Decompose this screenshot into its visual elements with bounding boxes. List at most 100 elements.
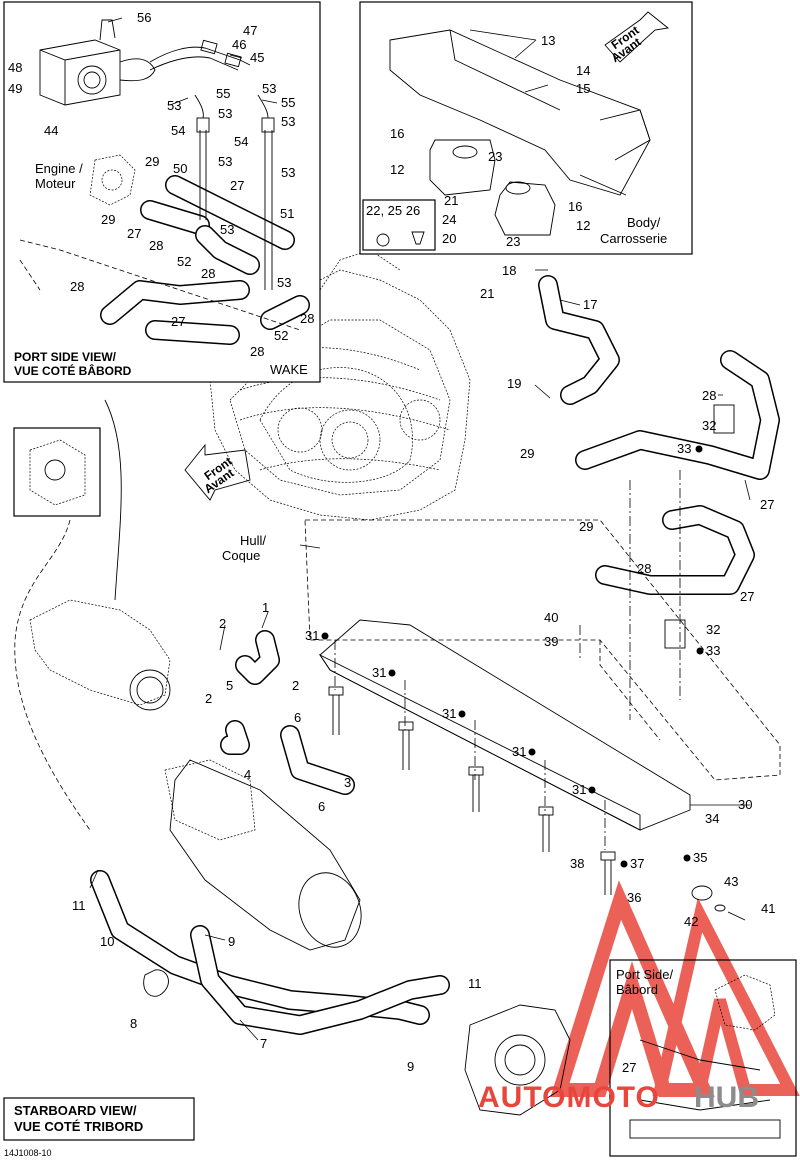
- callout-55-b: 55: [281, 95, 295, 110]
- kit-callouts: 22, 25 26: [366, 203, 420, 218]
- main-hoses: [90, 275, 780, 1035]
- callout-52-b: 52: [274, 328, 288, 343]
- callout-21-a: 21: [444, 193, 458, 208]
- callout-31-a: 31: [305, 628, 319, 643]
- callout-27-d: 27: [760, 497, 774, 512]
- callout-50: 50: [173, 161, 187, 176]
- watermark-text-gray: HUB: [694, 1081, 759, 1114]
- callout-28-e: 28: [250, 344, 264, 359]
- callout-40: 40: [544, 610, 558, 625]
- callout-53-c: 53: [262, 81, 276, 96]
- engine-label-line2: Moteur: [35, 176, 76, 191]
- callout-23-a: 23: [488, 149, 502, 164]
- callout-47: 47: [243, 23, 257, 38]
- callout-1: 1: [262, 600, 269, 615]
- callout-33-a: 33: [677, 441, 691, 456]
- callout-39: 39: [544, 634, 558, 649]
- exhaust-components: [13, 399, 571, 1116]
- callout-51: 51: [280, 206, 294, 221]
- callout-38: 38: [570, 856, 584, 871]
- callout-14: 14: [576, 63, 590, 78]
- callout-28-c: 28: [70, 279, 84, 294]
- callout-16-b: 16: [568, 199, 582, 214]
- callout-55-a: 55: [216, 86, 230, 101]
- starboard-view-title-line2: VUE COTÉ TRIBORD: [14, 1119, 143, 1134]
- callout-7: 7: [260, 1036, 267, 1051]
- callout-43: 43: [724, 874, 738, 889]
- callout-12-a: 12: [390, 162, 404, 177]
- callout-27-b: 27: [127, 226, 141, 241]
- callout-10: 10: [100, 934, 114, 949]
- callout-32-b: 32: [706, 622, 720, 637]
- callout-34: 34: [705, 811, 719, 826]
- wake-label: WAKE: [270, 362, 308, 377]
- callout-53-g: 53: [220, 222, 234, 237]
- callout-27-a: 27: [230, 178, 244, 193]
- callout-17: 17: [583, 297, 597, 312]
- bolt-31-b: [398, 721, 414, 770]
- callout-28-f: 28: [702, 388, 716, 403]
- port-view-title-line1: PORT SIDE VIEW/: [14, 350, 117, 364]
- callout-53-d: 53: [281, 114, 295, 129]
- callout-54-b: 54: [234, 134, 248, 149]
- callout-20: 20: [442, 231, 456, 246]
- bolt-36: [600, 851, 616, 895]
- callout-2-a: 2: [219, 616, 226, 631]
- callout-53-h: 53: [277, 275, 291, 290]
- callout-29-c: 29: [520, 446, 534, 461]
- callout-29-d: 29: [579, 519, 593, 534]
- callout-8: 8: [130, 1016, 137, 1031]
- callout-28-a: 28: [149, 238, 163, 253]
- hull-plate-assembly: [184, 443, 781, 921]
- callout-42: 42: [684, 914, 698, 929]
- callout-32-a: 32: [702, 418, 716, 433]
- callout-35: 35: [693, 850, 707, 865]
- callout-28-b: 28: [201, 266, 215, 281]
- callout-19: 19: [507, 376, 521, 391]
- bolt-31-d: [538, 806, 554, 852]
- callout-18: 18: [502, 263, 516, 278]
- callout-37: 37: [630, 856, 644, 871]
- callout-53-e: 53: [218, 154, 232, 169]
- callout-28-d: 28: [300, 311, 314, 326]
- callout-27-c: 27: [171, 314, 185, 329]
- callout-24: 24: [442, 212, 456, 227]
- callout-30: 30: [738, 797, 752, 812]
- callout-49: 49: [8, 81, 22, 96]
- callout-4: 4: [244, 767, 251, 782]
- starboard-view-title-line1: STARBOARD VIEW/: [14, 1103, 137, 1118]
- hull-label-line1: Hull/: [240, 533, 266, 548]
- callout-12-b: 12: [576, 218, 590, 233]
- port-small-title-line2: Bâbord: [616, 982, 658, 997]
- callout-11-a: 11: [72, 898, 86, 913]
- callout-27-small: 27: [622, 1060, 636, 1075]
- callout-13: 13: [541, 33, 555, 48]
- callout-31-c: 31: [442, 706, 456, 721]
- callout-6-b: 6: [318, 799, 325, 814]
- callout-46: 46: [232, 37, 246, 52]
- callout-21-b: 21: [480, 286, 494, 301]
- callout-29-b: 29: [101, 212, 115, 227]
- callout-54-a: 54: [171, 123, 185, 138]
- watermark-text-red: AUTOMOTO: [478, 1081, 660, 1114]
- callout-45: 45: [250, 50, 264, 65]
- callout-41: 41: [761, 901, 775, 916]
- callout-23-b: 23: [506, 234, 520, 249]
- bolt-31-c: [468, 766, 484, 812]
- body-label-line2: Carrosserie: [600, 231, 667, 246]
- port-side-inset: [3, 1, 321, 383]
- callout-3: 3: [344, 775, 351, 790]
- port-side-small-inset: [609, 959, 797, 1157]
- callout-5: 5: [226, 678, 233, 693]
- leader-lines: [89, 17, 751, 1041]
- callout-53-b: 53: [218, 106, 232, 121]
- callout-44: 44: [44, 123, 58, 138]
- callout-48: 48: [8, 60, 22, 75]
- callout-36: 36: [627, 890, 641, 905]
- callout-9-a: 9: [228, 934, 235, 949]
- callout-11-b: 11: [468, 976, 482, 991]
- body-label-line1: Body/: [627, 215, 661, 230]
- callout-15: 15: [576, 81, 590, 96]
- callout-53-a: 53: [167, 98, 181, 113]
